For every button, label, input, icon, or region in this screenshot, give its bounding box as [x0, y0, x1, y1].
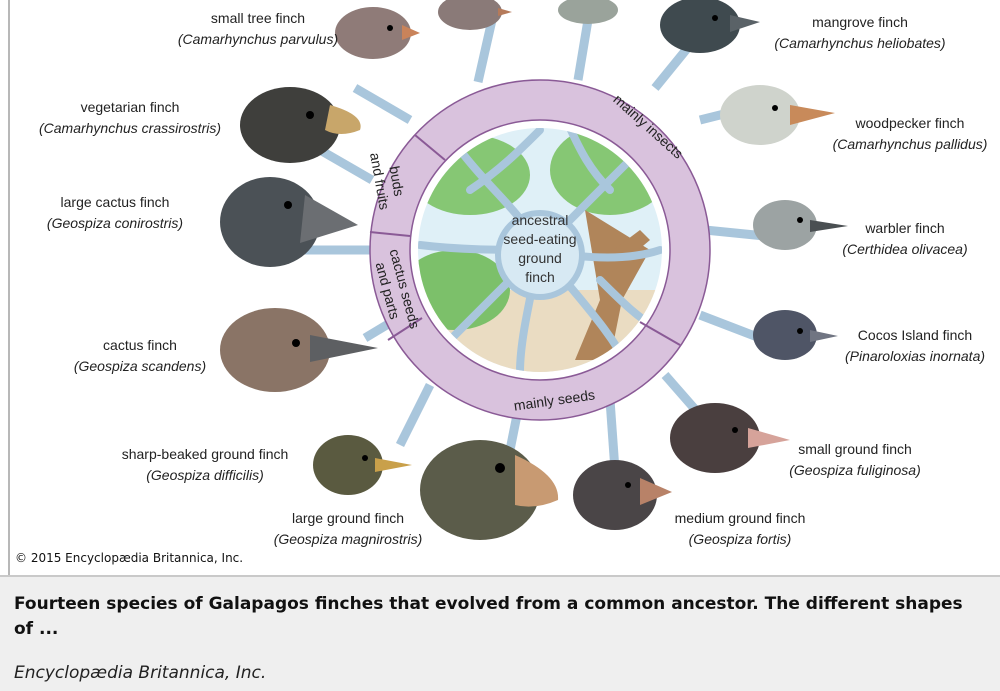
finch-head-medium-ground — [573, 460, 672, 530]
caption-text: Fourteen species of Galapagos finches th… — [14, 592, 984, 642]
species-sci: (Geospiza magnirostris) — [274, 531, 423, 547]
species-sci: (Certhidea olivacea) — [842, 241, 967, 257]
species-name: vegetarian finch — [81, 99, 180, 115]
species-sci: (Geospiza difficilis) — [146, 467, 263, 483]
finch-head-vegetarian — [240, 87, 361, 163]
species-sci: (Pinaroloxias inornata) — [845, 348, 985, 364]
center-label-line-2: seed-eating — [503, 231, 576, 247]
finch-head-top-1 — [438, 0, 512, 30]
species-name: small tree finch — [211, 10, 305, 26]
species-sci: (Geospiza fuliginosa) — [789, 462, 921, 478]
finch-head-large-ground — [420, 440, 558, 540]
finch-head-warbler — [753, 200, 848, 250]
caption-panel: Fourteen species of Galapagos finches th… — [0, 577, 1000, 691]
finch-diagram: ancestral seed-eating ground finch mainl… — [10, 0, 1000, 575]
species-sci: (Camarhynchus pallidus) — [833, 136, 988, 152]
finch-head-top-2 — [558, 0, 618, 24]
species-name: small ground finch — [798, 441, 912, 457]
finch-head-cactus — [220, 308, 378, 392]
finch-head-small-ground — [670, 403, 790, 473]
species-sci: (Camarhynchus heliobates) — [774, 35, 945, 51]
species-name: Cocos Island finch — [858, 327, 972, 343]
species-sci: (Geospiza fortis) — [689, 531, 792, 547]
center-label-line-3: ground — [518, 250, 562, 266]
species-sci: (Camarhynchus crassirostris) — [39, 120, 221, 136]
finch-head-woodpecker — [720, 85, 835, 145]
species-name: large cactus finch — [61, 194, 170, 210]
caption-credit: Encyclopædia Britannica, Inc. — [14, 663, 266, 683]
center-label-line-4: finch — [525, 269, 555, 285]
species-sci: (Geospiza scandens) — [74, 358, 206, 374]
center-label-line-1: ancestral — [512, 212, 569, 228]
finch-head-sharp-beaked — [313, 435, 412, 495]
finch-head-cocos — [753, 310, 838, 360]
species-sci: (Camarhynchus parvulus) — [178, 31, 338, 47]
species-name: large ground finch — [292, 510, 404, 526]
finch-head-small-tree — [335, 7, 420, 59]
finch-head-mangrove — [660, 0, 760, 53]
species-name: warbler finch — [864, 220, 944, 236]
species-sci: (Geospiza conirostris) — [47, 215, 183, 231]
species-name: woodpecker finch — [855, 115, 965, 131]
species-name: cactus finch — [103, 337, 177, 353]
species-name: mangrove finch — [812, 14, 908, 30]
copyright-notice: © 2015 Encyclopædia Britannica, Inc. — [15, 551, 243, 565]
species-name: sharp-beaked ground finch — [122, 446, 289, 462]
species-name: medium ground finch — [675, 510, 806, 526]
